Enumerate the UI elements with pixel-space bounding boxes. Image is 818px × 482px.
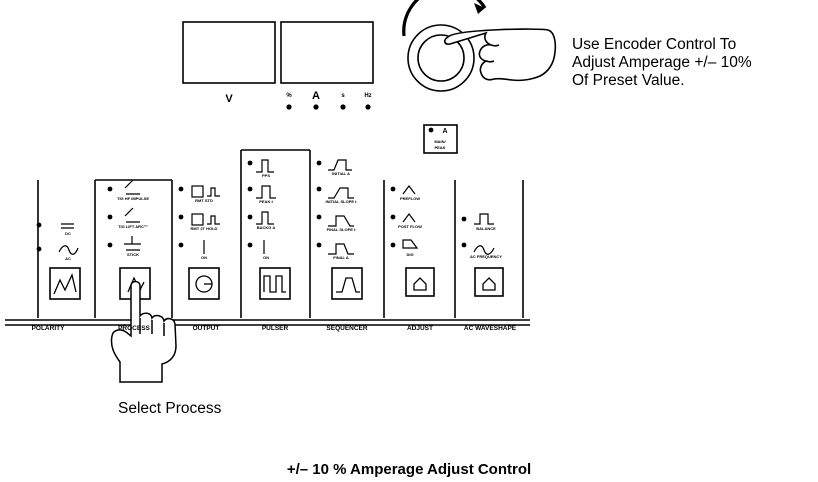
- item-initial-slope-label: INITIAL SLOPE t: [325, 199, 357, 204]
- unit-hz-label: Hz: [364, 93, 371, 99]
- section-output-label: OUTPUT: [193, 325, 220, 332]
- sequencer-icon: [336, 278, 360, 292]
- item-stick-label: STICK: [127, 252, 139, 257]
- tig-lift-icon: [125, 208, 140, 222]
- tig-hf-icon: [125, 180, 140, 194]
- dc-icon: [61, 224, 74, 228]
- encoder-knob-icon[interactable]: [404, 0, 485, 91]
- polarity-icon: [54, 275, 76, 294]
- select-process-callout: Select Process: [118, 400, 221, 418]
- main-peak-line2: PEAK: [434, 145, 445, 150]
- unit-amps-label: A: [312, 90, 320, 102]
- encoder-callout-line1: Use Encoder Control To: [572, 36, 752, 54]
- item-final-a-label: FINAL A: [333, 255, 349, 260]
- ac-waveshape-icon: [483, 278, 495, 290]
- final-a-icon: [328, 244, 354, 254]
- item-pulser-on-label: ON: [263, 255, 269, 260]
- item-dc-label: DC: [65, 231, 71, 236]
- item-dig-label: DIG: [406, 252, 413, 257]
- item-tig-hf-label: TIG HF IMPULSE: [117, 196, 149, 201]
- section-dividers: [38, 150, 523, 318]
- item-balance-label: BALANCE: [476, 226, 496, 231]
- dig-icon: [403, 240, 417, 248]
- unit-percent-label: %: [286, 93, 292, 99]
- item-peak-t-label: PEAK t: [259, 199, 273, 204]
- section-adjust-label: ADJUST: [407, 325, 433, 332]
- encoder-callout-line2: Adjust Amperage +/– 10%: [572, 54, 752, 72]
- item-pps-label: PPS: [262, 173, 270, 178]
- amperage-display: [281, 22, 373, 83]
- ac-icon: [59, 246, 78, 255]
- rmt-std-icon: [192, 186, 203, 197]
- item-rmt-std-label: RMT STD: [195, 198, 213, 203]
- led-indicators: [37, 104, 467, 251]
- main-peak-unit: A: [442, 128, 447, 135]
- item-backg-a-label: BACKG A: [257, 225, 276, 230]
- main-peak-line1: MAIN/: [434, 139, 446, 144]
- section-polarity-label: POLARITY: [32, 325, 66, 332]
- adjust-icon: [414, 278, 426, 290]
- pps-icon: [256, 160, 274, 172]
- section-pulser-label: PULSER: [262, 325, 289, 332]
- pointing-hand-encoder-icon: [445, 29, 556, 80]
- ac-waveshape-button[interactable]: [475, 268, 503, 296]
- figure-caption: +/– 10 % Amperage Adjust Control: [0, 461, 818, 478]
- polarity-button[interactable]: [50, 268, 80, 299]
- item-output-on-label: ON: [201, 255, 207, 260]
- backg-a-icon: [256, 212, 274, 224]
- balance-icon: [474, 214, 494, 224]
- section-process-label: PROCESS: [118, 325, 150, 332]
- section-ac-waveshape-label: AC WAVESHAPE: [464, 325, 517, 332]
- item-postflow-label: POST FLOW: [398, 224, 422, 229]
- preflow-icon: [403, 186, 415, 194]
- item-final-slope-label: FINAL SLOPE t: [327, 227, 356, 232]
- encoder-callout-line3: Of Preset Value.: [572, 72, 752, 90]
- ac-frequency-icon: [474, 246, 494, 255]
- item-tig-lift-label: TIG LIFT ARC™: [118, 224, 148, 229]
- voltage-unit-label: V: [225, 93, 233, 105]
- item-ac-frequency-label: AC FREQUENCY: [470, 254, 502, 259]
- encoder-callout: Use Encoder Control To Adjust Amperage +…: [572, 36, 752, 90]
- item-initial-a-label: INITIAL A: [332, 171, 350, 176]
- final-slope-icon: [328, 216, 354, 226]
- pulser-icon: [264, 276, 286, 292]
- initial-slope-icon: [328, 188, 354, 198]
- peak-t-icon: [256, 186, 276, 198]
- initial-a-icon: [328, 160, 352, 170]
- rmt-2t-icon: [192, 214, 203, 225]
- item-rmt-2t-label: RMT 2T HOLD: [191, 226, 218, 231]
- section-sequencer-label: SEQUENCER: [326, 325, 367, 332]
- unit-seconds-label: s: [341, 93, 345, 99]
- item-ac-label: AC: [65, 256, 71, 261]
- postflow-icon: [403, 214, 415, 222]
- sequencer-button[interactable]: [332, 268, 362, 299]
- item-preflow-label: PREFLOW: [400, 196, 420, 201]
- stick-icon: [124, 236, 141, 250]
- voltage-display: [183, 22, 275, 83]
- adjust-button[interactable]: [406, 268, 434, 296]
